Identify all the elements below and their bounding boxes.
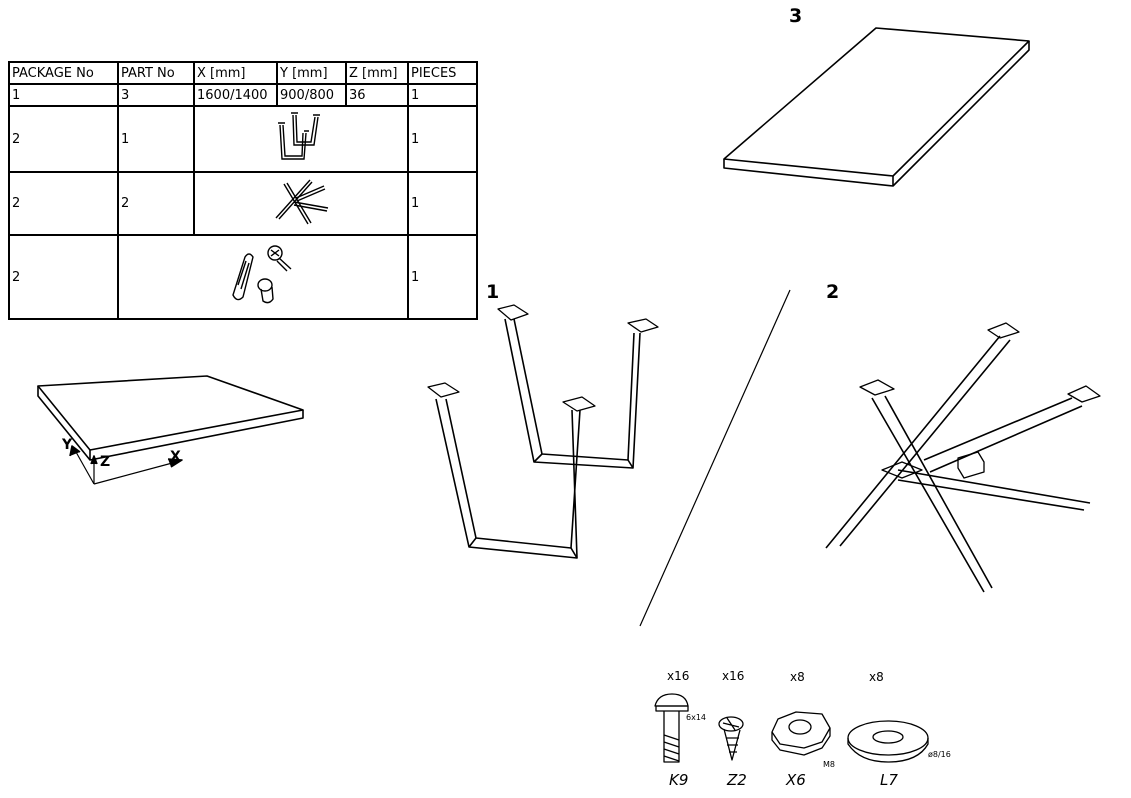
- hardware-size-l7: ø8/16: [928, 750, 951, 759]
- divider-line: [639, 289, 791, 627]
- washer-l7-icon: [847, 720, 929, 763]
- hardware-size-x6: M8: [823, 760, 835, 769]
- bolt-k9-icon: [654, 693, 689, 763]
- hardware-illustrations: [654, 693, 929, 763]
- cell-x: 1600/1400: [193, 83, 278, 107]
- cell-hardware-image: [117, 234, 409, 320]
- cell-pieces: 1: [407, 105, 478, 173]
- header-part: PART No: [117, 61, 195, 85]
- cell-pieces: 1: [407, 171, 478, 236]
- table-row: 2 2 1: [8, 171, 478, 236]
- cell-part: 2: [117, 171, 195, 236]
- cross-base: [825, 322, 1101, 593]
- hardware-count-z2: x16: [722, 669, 745, 683]
- header-y: Y [mm]: [276, 61, 347, 85]
- cross-base-thumbnail-icon: [275, 179, 329, 224]
- cell-part: 1: [117, 105, 195, 173]
- hardware-count-k9: x16: [667, 669, 690, 683]
- hardware-size-k9: 6x14: [686, 713, 707, 722]
- table-row: 2 1: [8, 234, 478, 320]
- hardware-code-z2: Z2: [727, 771, 747, 789]
- hardware-code-k9: K9: [669, 771, 689, 789]
- axis-x-label: X: [170, 449, 181, 465]
- hardware-count-x6: x8: [790, 670, 805, 684]
- header-pieces: PIECES: [407, 61, 478, 85]
- hardware-code-l7: L7: [880, 771, 898, 789]
- cell-package: 2: [8, 171, 119, 236]
- cell-pieces: 1: [407, 234, 478, 320]
- u-shaped-legs: [427, 304, 659, 559]
- fittings-thumbnail-icon: [232, 245, 292, 304]
- parts-table: PACKAGE No PART No X [mm] Y [mm] Z [mm] …: [8, 61, 478, 320]
- table-header-row: PACKAGE No PART No X [mm] Y [mm] Z [mm] …: [8, 61, 478, 85]
- u-legs-thumbnail-icon: [278, 112, 320, 160]
- cell-u-legs-image: [193, 105, 409, 173]
- part-label-3: 3: [789, 5, 803, 27]
- header-package: PACKAGE No: [8, 61, 119, 85]
- header-z: Z [mm]: [345, 61, 409, 85]
- part-label-2: 2: [826, 281, 840, 303]
- nut-x6-icon: [771, 711, 831, 756]
- cell-package: 2: [8, 105, 119, 173]
- header-x: X [mm]: [193, 61, 278, 85]
- axis-z-label: Z: [100, 454, 111, 470]
- cell-cross-base-image: [193, 171, 409, 236]
- cell-package: 2: [8, 234, 119, 320]
- cell-y: 900/800: [276, 83, 347, 107]
- table-top-panel: [723, 27, 1030, 187]
- hardware-code-x6: X6: [786, 771, 806, 789]
- panel-axes-diagram: [37, 375, 304, 485]
- cell-package: 1: [8, 83, 119, 107]
- table-row: 1 3 1600/1400 900/800 36 1: [8, 83, 478, 107]
- part-label-1: 1: [486, 281, 500, 303]
- hardware-count-l7: x8: [869, 670, 884, 684]
- axis-y-label: Y: [62, 437, 73, 453]
- cell-part: 3: [117, 83, 195, 107]
- cell-pieces: 1: [407, 83, 478, 107]
- cell-z: 36: [345, 83, 409, 107]
- screw-z2-icon: [718, 716, 744, 761]
- table-row: 2 1 1: [8, 105, 478, 173]
